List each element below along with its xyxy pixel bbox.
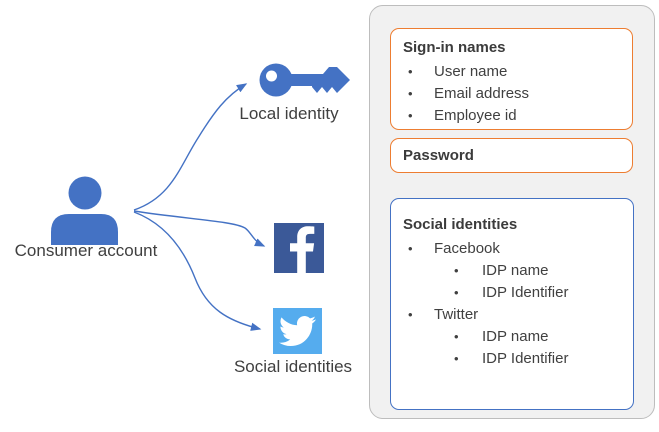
local-identity-label: Local identity: [239, 104, 339, 123]
signin-names-title: Sign-in names: [403, 39, 506, 56]
twitter-bird-glyph: [279, 315, 316, 347]
list-item: Employee id: [403, 105, 620, 127]
list-item: User name: [403, 61, 620, 83]
list-item: Email address: [403, 83, 620, 105]
twitter-icon: [273, 308, 322, 354]
password-box: Password: [390, 138, 633, 173]
account-attributes-panel: Sign-in names User name Email address Em…: [369, 5, 655, 419]
facebook-icon: [274, 223, 324, 273]
list-item: IDP name: [403, 260, 621, 282]
social-identities-box: Social identities Facebook IDP name IDP …: [390, 198, 634, 410]
password-title: Password: [403, 147, 474, 164]
consumer-account-label: Consumer account: [14, 241, 158, 260]
signin-names-list: User name Email address Employee id: [403, 61, 620, 127]
signin-names-box: Sign-in names User name Email address Em…: [390, 28, 633, 130]
social-identities-list: Facebook IDP name IDP Identifier Twitter…: [403, 238, 621, 370]
list-item: Twitter: [403, 304, 621, 326]
person-icon: [51, 176, 118, 245]
arrow-to-local-identity: [133, 83, 248, 211]
social-identities-title: Social identities: [403, 216, 518, 233]
list-item: IDP Identifier: [403, 282, 621, 304]
list-item: IDP Identifier: [403, 348, 621, 370]
list-item: IDP name: [403, 326, 621, 348]
list-item: Facebook: [403, 238, 621, 260]
facebook-f-glyph: [290, 226, 315, 273]
key-icon: [259, 63, 350, 97]
social-identities-label: Social identities: [233, 357, 353, 376]
arrow-to-twitter: [133, 211, 262, 331]
